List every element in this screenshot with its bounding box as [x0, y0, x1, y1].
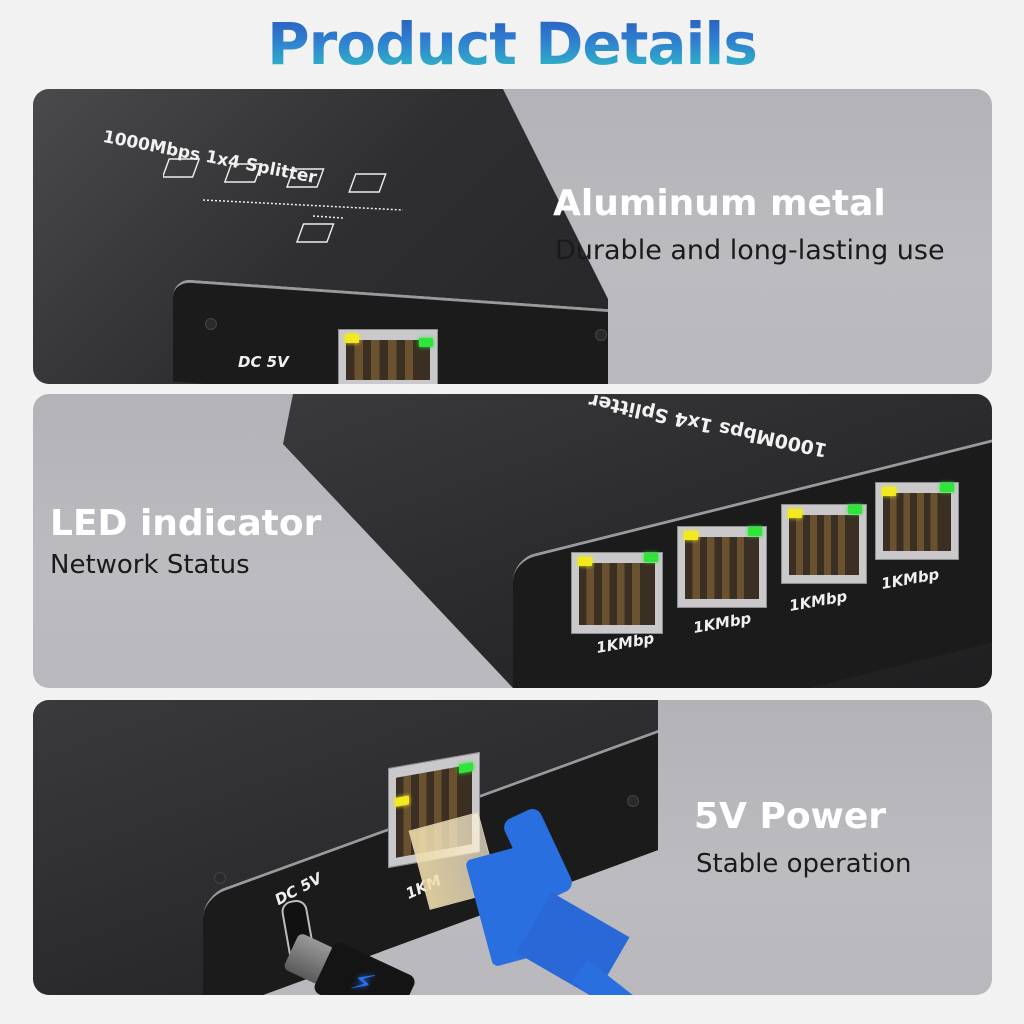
feature-title: LED indicator	[50, 503, 322, 544]
network-diagram-icon	[163, 158, 403, 243]
splitter-device-image: 1000Mbps 1x4 Splitter 1KMbp 1KMbp 1KMbp …	[283, 394, 992, 688]
feature-subtitle: Durable and long-lasting use	[555, 235, 945, 266]
led-green-icon	[419, 338, 433, 347]
screw-icon	[205, 318, 217, 330]
led-green-icon	[644, 553, 658, 562]
feature-subtitle: Stable operation	[696, 849, 912, 879]
rj45-port-2	[677, 526, 767, 608]
device-top-label: 1000Mbps 1x4 Splitter	[586, 394, 830, 462]
led-green-icon	[748, 527, 762, 536]
rj45-port-4	[875, 482, 959, 560]
rj45-port-1	[571, 552, 663, 634]
ethernet-cable	[408, 805, 818, 995]
feature-panel-aluminum: 1000Mbps 1x4 Splitter DC 5V Aluminum met…	[33, 89, 992, 384]
screw-icon	[595, 329, 607, 341]
feature-panel-power: DC 5V 1KM ⚡ 5V Power Stable operation	[33, 700, 992, 995]
led-yellow-icon	[578, 557, 592, 566]
screw-icon	[627, 795, 639, 807]
dc-5v-label: DC 5V	[238, 353, 289, 371]
feature-title: Aluminum metal	[553, 183, 886, 224]
page-title: Product Details	[0, 8, 1024, 80]
led-yellow-icon	[882, 487, 896, 496]
rj45-port	[338, 329, 438, 384]
splitter-device-image: 1000Mbps 1x4 Splitter DC 5V	[33, 89, 608, 384]
led-yellow-icon	[345, 334, 359, 343]
rj45-port-3	[781, 504, 867, 584]
feature-subtitle: Network Status	[50, 550, 250, 580]
led-yellow-icon	[684, 531, 698, 540]
led-yellow-icon	[788, 509, 802, 518]
screw-icon	[214, 872, 226, 884]
led-green-icon	[940, 483, 954, 492]
feature-panel-led: 1000Mbps 1x4 Splitter 1KMbp 1KMbp 1KMbp …	[33, 394, 992, 688]
led-green-icon	[848, 505, 862, 514]
feature-title: 5V Power	[694, 796, 886, 837]
